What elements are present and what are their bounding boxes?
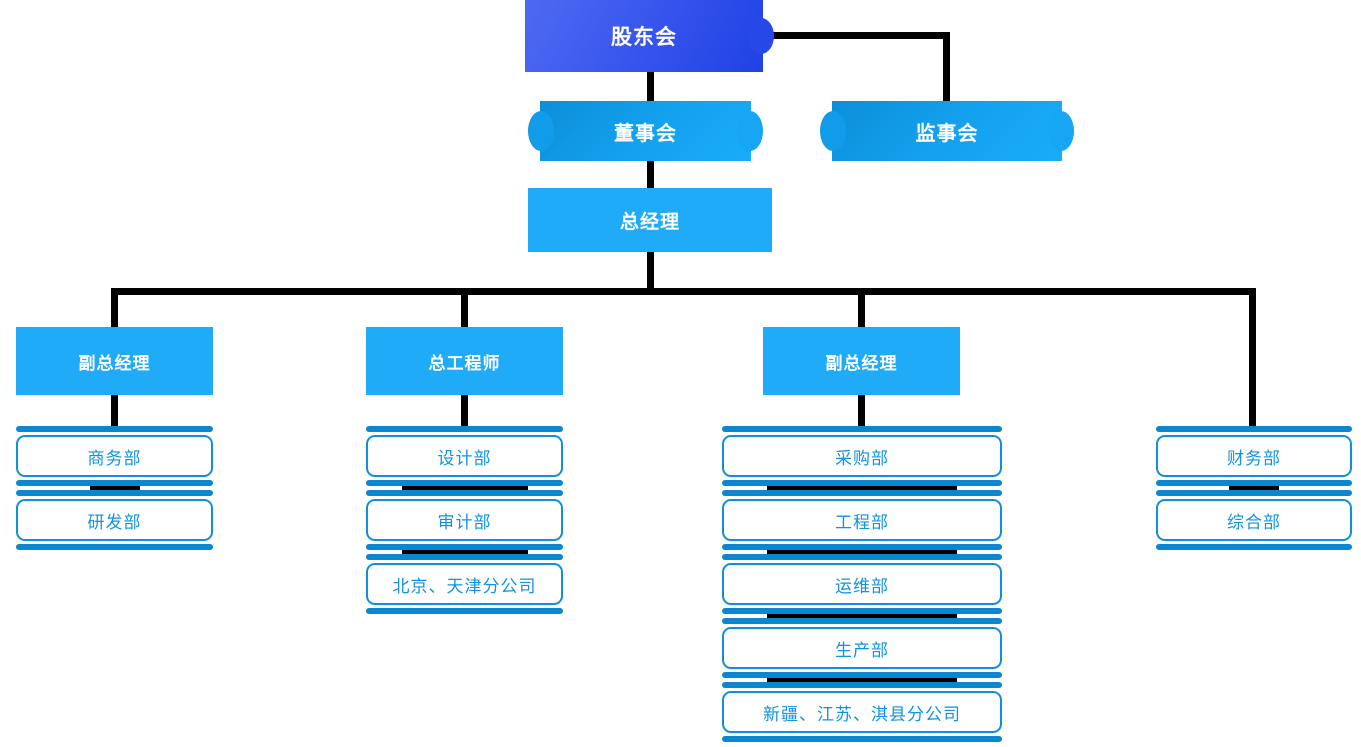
connector-board-gm <box>647 160 654 190</box>
dept-box[interactable]: 审计部 <box>366 499 563 541</box>
dept-label: 新疆、江苏、淇县分公司 <box>763 704 961 724</box>
node-dept-procurement[interactable]: 采购部 <box>722 426 1002 486</box>
node-dept-rnd[interactable]: 研发部 <box>16 490 213 550</box>
node-dept-operations[interactable]: 运维部 <box>722 554 1002 614</box>
connector-drop-manager-right <box>858 295 865 327</box>
node-dept-design[interactable]: 设计部 <box>366 426 563 486</box>
connector-manager-mid-dept <box>461 395 468 428</box>
dept-accent-bar <box>722 736 1002 742</box>
connector-root-supervisory-h <box>772 32 950 39</box>
dept-box[interactable]: 综合部 <box>1156 499 1352 541</box>
dept-label: 北京、天津分公司 <box>392 576 537 596</box>
dept-box[interactable]: 新疆、江苏、淇县分公司 <box>722 691 1002 733</box>
connector-gm-bus <box>647 251 654 291</box>
node-dept-finance[interactable]: 财务部 <box>1156 426 1352 486</box>
dept-label: 运维部 <box>835 576 889 596</box>
dept-accent-bar <box>1156 544 1352 550</box>
node-dept-audit[interactable]: 审计部 <box>366 490 563 550</box>
dept-box[interactable]: 财务部 <box>1156 435 1352 477</box>
dept-accent-bar <box>16 480 213 486</box>
node-dept-general-affairs[interactable]: 综合部 <box>1156 490 1352 550</box>
connector-root-board <box>647 70 654 103</box>
dept-accent-bar <box>366 544 563 550</box>
node-label: 总经理 <box>619 211 680 233</box>
dept-accent-bar <box>16 490 213 496</box>
dept-accent-bar <box>722 490 1002 496</box>
dept-accent-bar <box>366 480 563 486</box>
dept-accent-bar <box>722 544 1002 550</box>
connector-root-supervisory-v <box>943 32 950 103</box>
node-label: 总工程师 <box>428 353 501 373</box>
dept-accent-bar <box>722 480 1002 486</box>
dept-label: 生产部 <box>835 640 889 660</box>
dept-label: 设计部 <box>437 448 492 468</box>
connector-manager-right-dept <box>858 395 865 428</box>
node-dept-xinjiang-jiangsu-qixian-branch[interactable]: 新疆、江苏、淇县分公司 <box>722 682 1002 742</box>
node-label: 监事会 <box>915 122 979 145</box>
dept-box[interactable]: 设计部 <box>366 435 563 477</box>
dept-box[interactable]: 生产部 <box>722 627 1002 669</box>
connector-drop-finance <box>1249 295 1256 428</box>
node-label: 副总经理 <box>78 353 151 373</box>
dept-accent-bar <box>16 544 213 550</box>
dept-label: 财务部 <box>1227 448 1281 468</box>
dept-accent-bar <box>366 426 563 432</box>
connector-manager-left-dept <box>111 395 118 428</box>
dept-accent-bar <box>722 618 1002 624</box>
node-label: 副总经理 <box>825 353 898 373</box>
node-chief-engineer[interactable]: 总工程师 <box>366 327 563 395</box>
dept-label: 采购部 <box>835 448 889 468</box>
dept-accent-bar <box>722 672 1002 678</box>
dept-label: 商务部 <box>87 448 142 468</box>
dept-box[interactable]: 商务部 <box>16 435 213 477</box>
dept-label: 工程部 <box>835 512 889 532</box>
node-label: 董事会 <box>614 122 677 145</box>
dept-accent-bar <box>1156 426 1352 432</box>
node-board-of-directors[interactable]: 董事会 <box>540 101 751 161</box>
dept-label: 研发部 <box>87 512 142 532</box>
dept-label: 审计部 <box>437 512 492 532</box>
connector-drop-manager-mid <box>461 295 468 327</box>
node-supervisory-board[interactable]: 监事会 <box>832 101 1062 161</box>
dept-accent-bar <box>366 490 563 496</box>
node-dept-beijing-tianjin-branch[interactable]: 北京、天津分公司 <box>366 554 563 614</box>
dept-accent-bar <box>1156 490 1352 496</box>
node-dept-business[interactable]: 商务部 <box>16 426 213 486</box>
dept-accent-bar <box>366 608 563 614</box>
node-dept-engineering[interactable]: 工程部 <box>722 490 1002 550</box>
dept-accent-bar <box>16 426 213 432</box>
dept-label: 综合部 <box>1227 512 1281 532</box>
dept-accent-bar <box>1156 480 1352 486</box>
dept-accent-bar <box>722 608 1002 614</box>
connector-drop-manager-left <box>111 295 118 327</box>
node-deputy-gm-right[interactable]: 副总经理 <box>763 327 960 395</box>
node-shareholders-meeting[interactable]: 股东会 <box>525 0 763 72</box>
node-deputy-gm-left[interactable]: 副总经理 <box>16 327 213 395</box>
dept-box[interactable]: 研发部 <box>16 499 213 541</box>
node-dept-production[interactable]: 生产部 <box>722 618 1002 678</box>
node-general-manager[interactable]: 总经理 <box>528 188 772 252</box>
dept-box[interactable]: 北京、天津分公司 <box>366 563 563 605</box>
dept-box[interactable]: 运维部 <box>722 563 1002 605</box>
dept-accent-bar <box>722 426 1002 432</box>
dept-box[interactable]: 工程部 <box>722 499 1002 541</box>
dept-accent-bar <box>722 682 1002 688</box>
dept-box[interactable]: 采购部 <box>722 435 1002 477</box>
node-label: 股东会 <box>611 26 677 49</box>
dept-accent-bar <box>722 554 1002 560</box>
connector-bus <box>111 288 1256 295</box>
dept-accent-bar <box>366 554 563 560</box>
